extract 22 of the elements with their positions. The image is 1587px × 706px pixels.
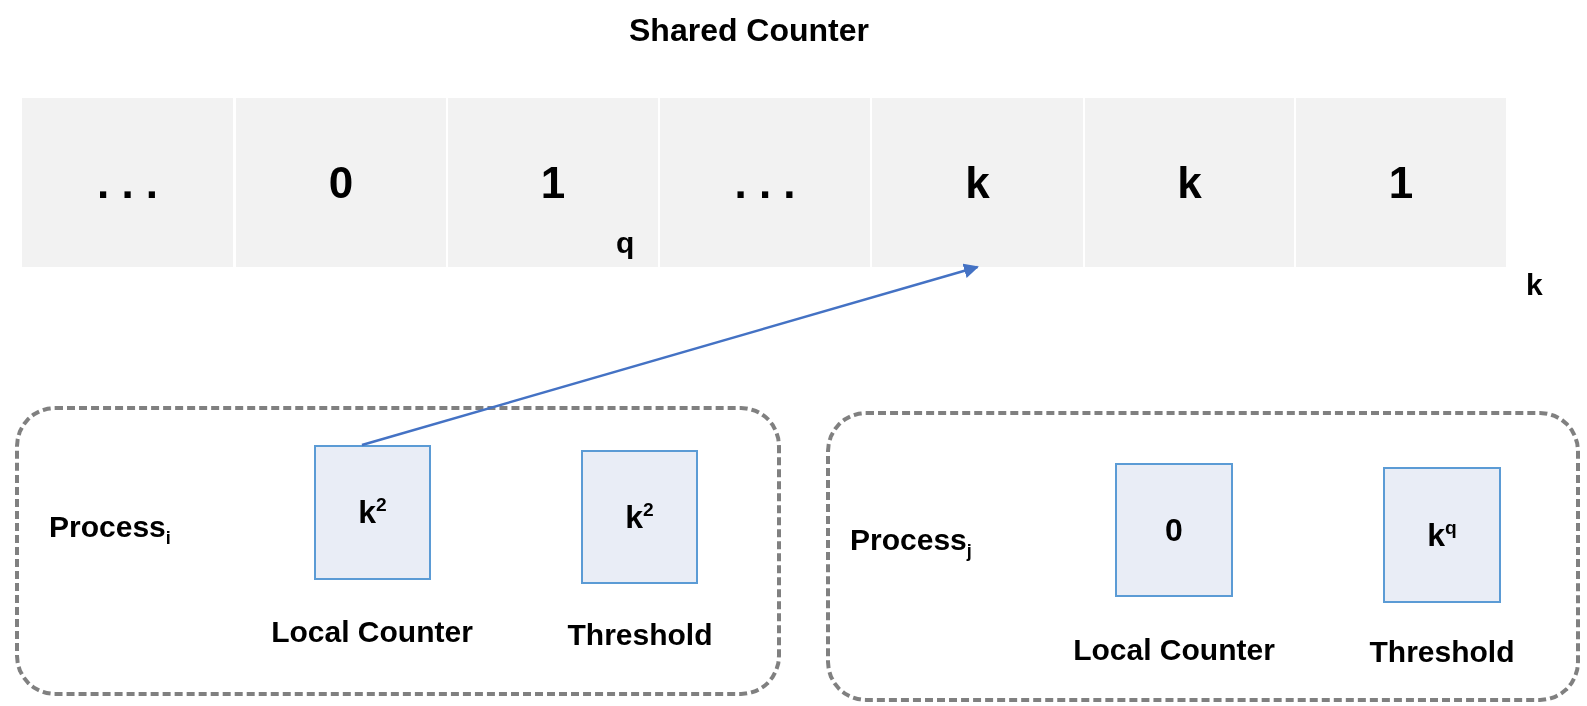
counter-cell: k	[1085, 98, 1294, 267]
counter-cell: 1	[1296, 98, 1506, 267]
value-box: 0	[1115, 463, 1233, 597]
subscript-label: k	[1526, 268, 1543, 302]
process-panel	[15, 406, 781, 696]
title: Shared Counter	[628, 12, 870, 49]
box-caption: Threshold	[1368, 635, 1516, 669]
value-box: k$^{2}$	[581, 450, 698, 584]
counter-cell: 0	[236, 98, 446, 267]
value-box: k$^{2}$	[314, 445, 431, 580]
arrow	[361, 263, 979, 447]
box-caption: Local Counter	[270, 615, 474, 649]
subscript-label: q	[616, 226, 635, 260]
box-caption: Local Counter	[1072, 633, 1276, 667]
counter-cell: . . .	[22, 98, 233, 267]
counter-cell: . . .	[660, 98, 870, 267]
process-label: Process$_{i}$	[49, 510, 171, 549]
process-label: Process$_{j}$	[850, 523, 972, 562]
process-panel	[826, 411, 1580, 702]
value-box: k$^{q}$	[1383, 467, 1501, 603]
box-caption: Threshold	[566, 618, 714, 652]
counter-cell: k	[872, 98, 1083, 267]
